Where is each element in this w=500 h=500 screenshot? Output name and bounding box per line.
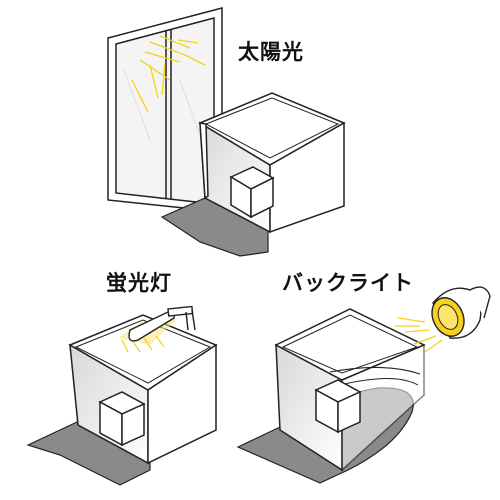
sun-rays — [131, 35, 206, 113]
backlight-scene — [236, 286, 491, 484]
sunlight-scene — [107, 7, 346, 257]
label-sunlight: 太陽光 — [238, 40, 304, 64]
light-box — [198, 92, 346, 234]
subject-cube — [98, 391, 146, 447]
desk-lamp — [118, 305, 196, 353]
light-box — [274, 308, 426, 472]
light-box — [68, 314, 218, 465]
subject-cube — [314, 379, 362, 434]
spotlight — [395, 286, 491, 353]
subject-cube — [229, 166, 275, 219]
fluorescent-scene — [26, 305, 218, 486]
label-backlight: バックライト — [282, 271, 414, 295]
label-fluorescent: 蛍光灯 — [106, 271, 172, 295]
